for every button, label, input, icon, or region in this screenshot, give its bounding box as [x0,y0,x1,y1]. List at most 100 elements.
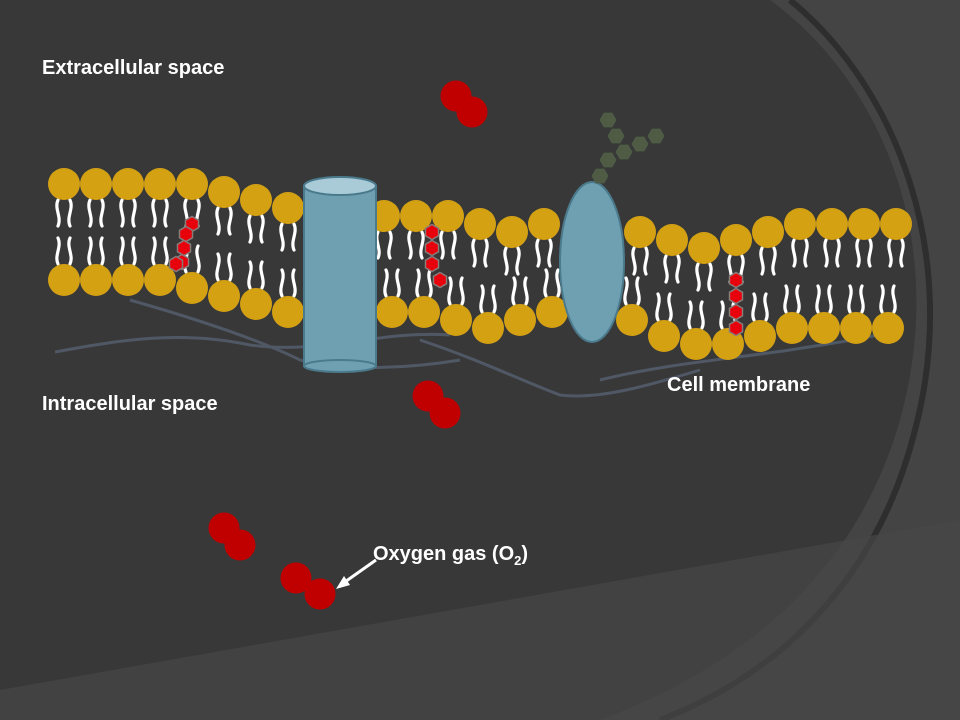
lipid-head [784,208,816,240]
lipid-head [112,264,144,296]
oxygen-label-close: ) [521,543,529,565]
phospholipid-outer [624,216,656,276]
oxygen-atom [280,562,312,594]
phospholipid-inner [776,284,808,344]
lipid-tail [783,284,789,314]
cholesterol-group [168,215,744,337]
oxygen-molecule [208,512,256,561]
lipid-tail [99,198,105,228]
glycan-sugar [631,136,649,152]
phospholipid-outer [848,208,880,268]
cholesterol-molecule [424,223,448,289]
phospholipid-outer [528,208,560,268]
phospholipid-inner [808,284,840,344]
lipid-tail [887,238,893,268]
lipid-tail [279,268,285,298]
lipid-tail [763,292,769,322]
lipid-tail [547,238,553,268]
lipid-tail [151,236,157,266]
phospholipid-outer [208,176,240,236]
lipid-tail [815,284,821,314]
oxygen-pointer-arrow [336,558,377,589]
lipid-tail [667,292,673,322]
phospholipid-inner [840,284,872,344]
lipid-tail [663,254,669,284]
lipid-tail [695,262,701,292]
oxygen-atom [429,397,461,429]
glycan-sugar [615,144,633,160]
lipid-tail [503,246,509,276]
lipid-head [48,168,80,200]
phospholipid-outer [752,216,784,276]
lipid-tail [99,236,105,266]
phospholipid-inner [272,268,304,328]
lipid-head [176,168,208,200]
lipid-head [872,312,904,344]
lipid-tail [555,268,561,298]
lipid-head [616,304,648,336]
lipid-tail [823,238,829,268]
lipid-tail [415,268,421,298]
cholesterol-ring [728,319,744,337]
glycan-chain [591,112,665,184]
lipid-tail [515,246,521,276]
channel-protein [303,176,377,373]
phospholipid-outer [112,168,144,228]
lipid-head [240,288,272,320]
glycan-sugar [647,128,665,144]
lipid-tail [879,284,885,314]
lipid-tail [87,198,93,228]
lipid-tail [543,268,549,298]
phospholipid-outer [240,184,272,244]
lipid-tail [55,236,61,266]
cholesterol-ring [168,255,184,273]
phospholipid-inner [80,236,112,296]
lipid-tail [459,276,465,306]
lipid-tail [687,300,693,330]
lipid-tail [131,198,137,228]
phospholipid-outer [400,200,432,260]
lipid-tail [395,268,401,298]
lipid-tail [855,238,861,268]
lipid-tail [387,230,393,260]
lipid-tail [535,238,541,268]
lipid-tail [227,252,233,282]
phospholipid-outer [784,208,816,268]
lipid-head [880,208,912,240]
lipid-tail [163,236,169,266]
phospholipid-inner [536,268,568,328]
lipid-tail [791,238,797,268]
lipid-head [376,296,408,328]
lipid-tail [279,222,285,252]
lipid-tail [471,238,477,268]
lipid-tail [803,238,809,268]
lipid-bilayer [48,168,912,360]
oxygen-gas-label: Oxygen gas (O2) [373,543,528,568]
lipid-tail [859,284,865,314]
glycan-sugar [599,112,617,128]
lipid-head [144,168,176,200]
oxygen-molecule [280,562,336,610]
lipid-tail [151,198,157,228]
phospholipid-outer [880,208,912,268]
lipid-tail [719,300,725,330]
glycan-sugar [607,128,625,144]
lipid-tail [899,238,905,268]
lipid-head [624,216,656,248]
phospholipid-outer [688,232,720,292]
lipid-head [496,216,528,248]
oxygen-atom [224,529,256,561]
lipid-head [648,320,680,352]
lipid-tail [215,252,221,282]
oxygen-atom [456,96,488,128]
lipid-head [176,272,208,304]
cell-membrane-label: Cell membrane [667,374,811,396]
lipid-tail [215,206,221,236]
phospholipid-inner [112,236,144,296]
cholesterol-ring [176,239,192,257]
cholesterol-ring [424,239,440,257]
glycoprotein [559,181,625,343]
cholesterol-ring [728,271,744,289]
phospholipid-inner [680,300,712,360]
